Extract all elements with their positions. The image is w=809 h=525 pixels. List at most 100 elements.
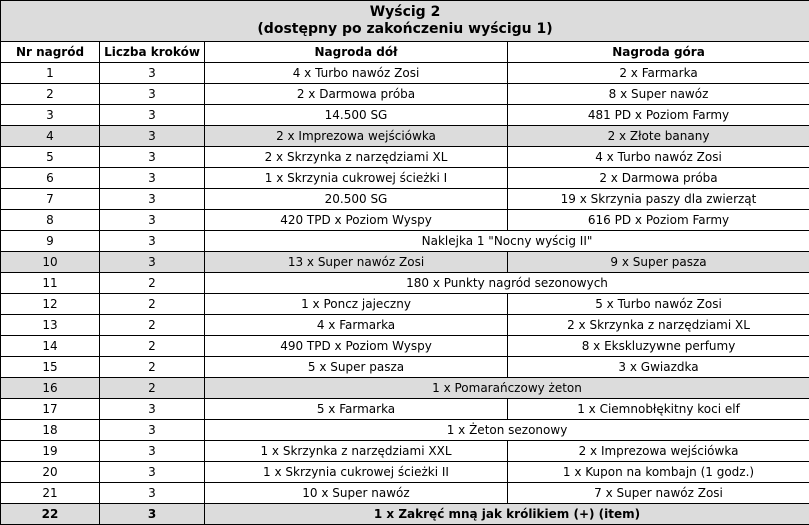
cell-steps: 2 — [99, 356, 205, 378]
cell-top-reward: 616 PD x Poziom Farmy — [506, 209, 809, 231]
cell-steps: 3 — [99, 62, 205, 84]
cell-nr: 12 — [0, 293, 100, 315]
cell-steps: 2 — [99, 335, 205, 357]
cell-bottom-reward: 5 x Farmarka — [204, 398, 508, 420]
cell-top-reward: 8 x Super nawóz — [506, 83, 809, 105]
cell-nr: 11 — [0, 272, 100, 294]
cell-steps: 3 — [99, 104, 205, 126]
cell-top-reward: 2 x Złote banany — [506, 125, 809, 147]
cell-nr: 1 — [0, 62, 100, 84]
cell-nr: 2 — [0, 83, 100, 105]
cell-nr: 14 — [0, 335, 100, 357]
cell-top-reward: 2 x Farmarka — [506, 62, 809, 84]
cell-steps: 3 — [99, 503, 205, 525]
cell-merged-reward: 1 x Zakręć mną jak królikiem (+) (item) — [203, 503, 809, 525]
cell-bottom-reward: 1 x Skrzynka z narzędziami XXL — [204, 440, 508, 462]
cell-bottom-reward: 4 x Turbo nawóz Zosi — [204, 62, 508, 84]
cell-top-reward: 1 x Ciemnobłękitny koci elf — [506, 398, 809, 420]
table-title: Wyścig 2 (dostępny po zakończeniu wyścig… — [0, 0, 809, 42]
cell-top-reward: 4 x Turbo nawóz Zosi — [506, 146, 809, 168]
cell-steps: 3 — [99, 188, 205, 210]
cell-bottom-reward: 10 x Super nawóz — [204, 482, 508, 504]
cell-nr: 21 — [0, 482, 100, 504]
cell-merged-reward: Naklejka 1 "Nocny wyścig II" — [203, 230, 809, 252]
cell-top-reward: 5 x Turbo nawóz Zosi — [506, 293, 809, 315]
header-bottom-reward: Nagroda dół — [204, 41, 508, 63]
cell-nr: 6 — [0, 167, 100, 189]
cell-bottom-reward: 2 x Skrzynka z narzędziami XL — [204, 146, 508, 168]
cell-steps: 3 — [99, 83, 205, 105]
cell-steps: 3 — [99, 125, 205, 147]
cell-bottom-reward: 14.500 SG — [204, 104, 508, 126]
cell-top-reward: 8 x Ekskluzywne perfumy — [506, 335, 809, 357]
cell-nr: 3 — [0, 104, 100, 126]
cell-bottom-reward: 4 x Farmarka — [204, 314, 508, 336]
cell-nr: 10 — [0, 251, 100, 273]
cell-steps: 2 — [99, 272, 205, 294]
title-line-2: (dostępny po zakończeniu wyścigu 1) — [257, 21, 553, 37]
cell-steps: 3 — [99, 398, 205, 420]
cell-top-reward: 481 PD x Poziom Farmy — [506, 104, 809, 126]
cell-steps: 2 — [99, 377, 205, 399]
cell-nr: 22 — [0, 503, 100, 525]
cell-bottom-reward: 1 x Skrzynia cukrowej ścieżki I — [204, 167, 508, 189]
cell-nr: 4 — [0, 125, 100, 147]
cell-bottom-reward: 1 x Skrzynia cukrowej ścieżki II — [204, 461, 508, 483]
cell-steps: 3 — [99, 419, 205, 441]
cell-bottom-reward: 2 x Imprezowa wejściówka — [204, 125, 508, 147]
table-title-row: Wyścig 2 (dostępny po zakończeniu wyścig… — [0, 0, 809, 42]
cell-bottom-reward: 1 x Poncz jajeczny — [204, 293, 508, 315]
cell-steps: 3 — [99, 230, 205, 252]
cell-bottom-reward: 13 x Super nawóz Zosi — [204, 251, 508, 273]
cell-nr: 13 — [0, 314, 100, 336]
cell-top-reward: 2 x Imprezowa wejściówka — [506, 440, 809, 462]
cell-nr: 15 — [0, 356, 100, 378]
cell-steps: 2 — [99, 293, 205, 315]
header-top-reward: Nagroda góra — [506, 41, 809, 63]
cell-steps: 2 — [99, 314, 205, 336]
cell-top-reward: 1 x Kupon na kombajn (1 godz.) — [506, 461, 809, 483]
cell-steps: 3 — [99, 440, 205, 462]
cell-steps: 3 — [99, 146, 205, 168]
cell-bottom-reward: 5 x Super pasza — [204, 356, 508, 378]
cell-nr: 19 — [0, 440, 100, 462]
cell-steps: 3 — [99, 209, 205, 231]
cell-bottom-reward: 2 x Darmowa próba — [204, 83, 508, 105]
cell-steps: 3 — [99, 251, 205, 273]
cell-steps: 3 — [99, 167, 205, 189]
cell-top-reward: 3 x Gwiazdka — [506, 356, 809, 378]
cell-steps: 3 — [99, 461, 205, 483]
cell-nr: 8 — [0, 209, 100, 231]
header-steps: Liczba kroków — [99, 41, 205, 63]
cell-bottom-reward: 20.500 SG — [204, 188, 508, 210]
title-line-1: Wyścig 2 — [369, 4, 441, 20]
cell-nr: 20 — [0, 461, 100, 483]
cell-top-reward: 9 x Super pasza — [506, 251, 809, 273]
cell-top-reward: 2 x Skrzynka z narzędziami XL — [506, 314, 809, 336]
header-row: Nr nagród Liczba kroków Nagroda dół Nagr… — [0, 41, 809, 63]
cell-top-reward: 2 x Darmowa próba — [506, 167, 809, 189]
cell-top-reward: 19 x Skrzynia paszy dla zwierząt — [506, 188, 809, 210]
cell-merged-reward: 180 x Punkty nagród sezonowych — [203, 272, 809, 294]
cell-top-reward: 7 x Super nawóz Zosi — [506, 482, 809, 504]
